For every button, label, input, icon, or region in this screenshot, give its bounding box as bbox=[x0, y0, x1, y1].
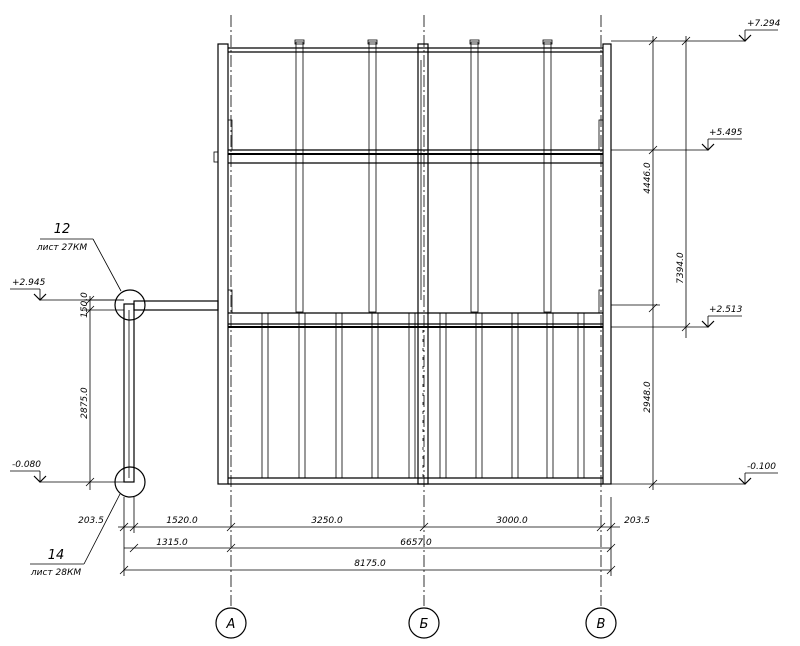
side-post-beam bbox=[133, 300, 219, 311]
horizontal-dimensions: 203.5 1520.0 3250.0 3000.0 203.5 1315.0 … bbox=[78, 497, 650, 576]
elevation-bottom: -0.100 bbox=[747, 462, 776, 472]
dim-right-offset: 203.5 bbox=[624, 516, 650, 526]
dim-150: 150.0 bbox=[80, 292, 90, 318]
elevation-marks-left: +2.945 -0.080 bbox=[10, 278, 124, 483]
side-post-column bbox=[123, 303, 135, 483]
elevation-side-top: +2.945 bbox=[12, 278, 46, 288]
dim-left-offset: 203.5 bbox=[78, 516, 104, 526]
axis-bubbles: А Б В bbox=[215, 607, 617, 639]
elevation-top: +7.294 bbox=[747, 19, 781, 29]
axis-label-a: А bbox=[226, 617, 236, 632]
vertical-dimensions-left: 150.0 2875.0 bbox=[80, 292, 124, 490]
node-14-number: 14 bbox=[48, 548, 65, 563]
middle-column bbox=[417, 43, 429, 485]
node-14-sheet: лист 28КМ bbox=[30, 568, 81, 578]
dim-6657: 6657.0 bbox=[400, 538, 432, 548]
node-12-circle bbox=[114, 289, 146, 321]
dim-1520: 1520.0 bbox=[166, 516, 198, 526]
axis-bubble-a bbox=[215, 607, 247, 639]
dim-2948: 2948.0 bbox=[643, 381, 653, 413]
right-column bbox=[602, 43, 612, 485]
axis-label-b: Б bbox=[420, 617, 429, 632]
dim-3250: 3250.0 bbox=[311, 516, 343, 526]
side-post bbox=[114, 289, 219, 498]
elevation-upper: +5.495 bbox=[709, 128, 743, 138]
dim-8175: 8175.0 bbox=[354, 559, 386, 569]
dim-7394: 7394.0 bbox=[676, 252, 686, 284]
grid-axes bbox=[230, 15, 602, 606]
node-12-number: 12 bbox=[54, 222, 71, 237]
node-callouts: 12 лист 27КМ 14 лист 28КМ bbox=[30, 222, 122, 578]
axis-bubble-b bbox=[408, 607, 440, 639]
node-12-sheet: лист 27КМ bbox=[36, 243, 87, 253]
dim-1315: 1315.0 bbox=[156, 538, 188, 548]
elevation-side-bottom: -0.080 bbox=[12, 460, 41, 470]
axis-bubble-v bbox=[585, 607, 617, 639]
main-frame bbox=[213, 39, 612, 485]
elevation-middle: +2.513 bbox=[709, 305, 743, 315]
left-column bbox=[217, 43, 229, 485]
dim-4446: 4446.0 bbox=[643, 162, 653, 194]
dim-2875: 2875.0 bbox=[80, 387, 90, 419]
axis-label-v: В bbox=[597, 617, 606, 632]
vertical-dimensions-right: 4446.0 2948.0 7394.0 bbox=[611, 36, 691, 490]
dim-3000: 3000.0 bbox=[496, 516, 528, 526]
elevation-marks-right: +7.294 +5.495 +2.513 -0.100 bbox=[611, 19, 781, 485]
